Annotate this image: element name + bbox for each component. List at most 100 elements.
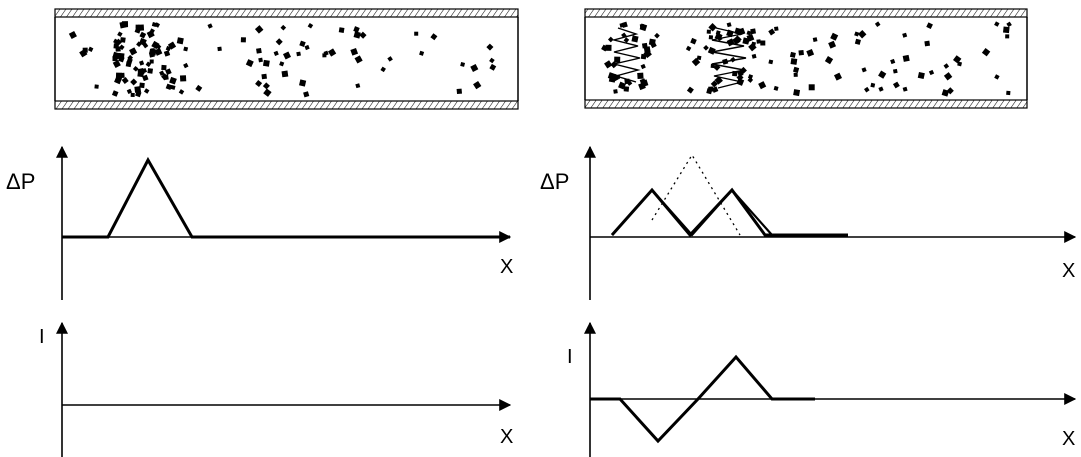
gas-particle — [703, 44, 709, 51]
gas-particle — [750, 28, 756, 35]
right-current-axis-label: I — [567, 346, 573, 368]
left-tube-bottom-wall — [54, 100, 519, 110]
gas-particle — [169, 76, 177, 85]
gas-particle — [747, 74, 754, 80]
gas-particle — [638, 82, 646, 91]
gas-particle — [355, 83, 361, 89]
gas-particle — [94, 84, 99, 89]
gas-particle — [299, 40, 306, 48]
right-tube-vibration-mark-1 — [611, 27, 641, 83]
right-tube-particles — [601, 21, 1012, 97]
gas-particle — [258, 57, 263, 63]
gas-particle — [892, 68, 898, 74]
gas-particle — [338, 27, 345, 33]
gas-particle — [263, 88, 272, 97]
gas-particle — [902, 86, 908, 92]
gas-particle — [708, 23, 717, 32]
gas-particle — [262, 59, 270, 67]
gas-particle — [639, 24, 645, 29]
gas-particle — [746, 30, 752, 36]
gas-particle — [147, 68, 154, 74]
gas-particle — [354, 55, 363, 64]
gas-particle — [136, 41, 142, 48]
gas-particle — [789, 51, 796, 58]
gas-particle — [726, 22, 732, 28]
gas-particle — [139, 31, 147, 39]
gas-particle — [812, 37, 818, 42]
gas-particle — [419, 50, 425, 56]
gas-particle — [706, 29, 711, 34]
gas-particle — [145, 61, 152, 68]
gas-particle — [489, 57, 495, 64]
gas-particle — [793, 66, 800, 73]
gas-particle — [748, 42, 757, 52]
gas-particle — [120, 37, 126, 43]
gas-particle — [178, 89, 185, 95]
gas-particle — [924, 40, 931, 47]
gas-particle — [890, 58, 896, 65]
gas-particle — [170, 84, 176, 90]
gas-particle — [117, 52, 125, 60]
gas-particle — [460, 61, 466, 67]
gas-particle — [746, 33, 755, 42]
gas-particle — [854, 38, 861, 45]
gas-particle — [631, 35, 639, 43]
gas-particle — [256, 47, 262, 54]
gas-particle — [353, 31, 361, 39]
gas-particle — [648, 38, 656, 46]
gas-particle — [134, 27, 142, 34]
gas-particle — [167, 41, 177, 50]
gas-particle — [708, 35, 714, 40]
gas-particle — [159, 70, 165, 76]
gas-particle — [623, 86, 630, 92]
right-pressure-combined-pulse — [610, 187, 848, 238]
gas-particle — [808, 84, 815, 91]
gas-particle — [994, 74, 1000, 80]
gas-particle — [154, 47, 163, 56]
gas-particle — [353, 26, 360, 33]
gas-particle — [857, 29, 867, 39]
gas-particle — [82, 47, 88, 53]
gas-particle — [614, 56, 621, 63]
gas-particle — [130, 78, 138, 86]
left-tube-top-wall — [54, 8, 519, 18]
gas-particle — [902, 54, 910, 62]
gas-particle — [165, 68, 172, 76]
gas-particle — [943, 72, 953, 81]
gas-particle — [768, 28, 776, 36]
gas-particle — [304, 44, 310, 51]
gas-particle — [132, 65, 139, 72]
gas-particle — [161, 64, 167, 71]
gas-particle — [327, 48, 337, 57]
gas-particle — [830, 32, 839, 41]
right-tube-top-wall — [584, 8, 1028, 18]
gas-particle — [149, 59, 154, 64]
gas-particle — [117, 31, 123, 37]
gas-particle — [618, 81, 626, 90]
gas-particle — [773, 85, 779, 91]
gas-particle — [470, 63, 479, 73]
gas-particle — [489, 63, 497, 71]
gas-particle — [261, 73, 267, 80]
gas-particle — [142, 74, 149, 82]
gas-particle — [88, 46, 94, 52]
gas-particle — [112, 56, 118, 62]
gas-particle — [143, 88, 150, 94]
gas-particle — [322, 53, 327, 58]
gas-particle — [607, 72, 616, 80]
gas-particle — [146, 30, 155, 39]
gas-particle — [768, 59, 774, 65]
gas-particle — [139, 60, 145, 66]
gas-particle — [303, 91, 310, 98]
gas-particle — [793, 72, 798, 77]
gas-particle — [733, 35, 742, 44]
gas-particle — [870, 82, 876, 88]
gas-particle — [279, 61, 285, 67]
right-tube — [584, 8, 1028, 109]
gas-particle — [114, 38, 122, 46]
gas-particle — [254, 25, 264, 34]
gas-particle — [154, 22, 161, 28]
right-pressure-superposition-dotted — [651, 153, 741, 236]
gas-particle — [275, 38, 283, 46]
